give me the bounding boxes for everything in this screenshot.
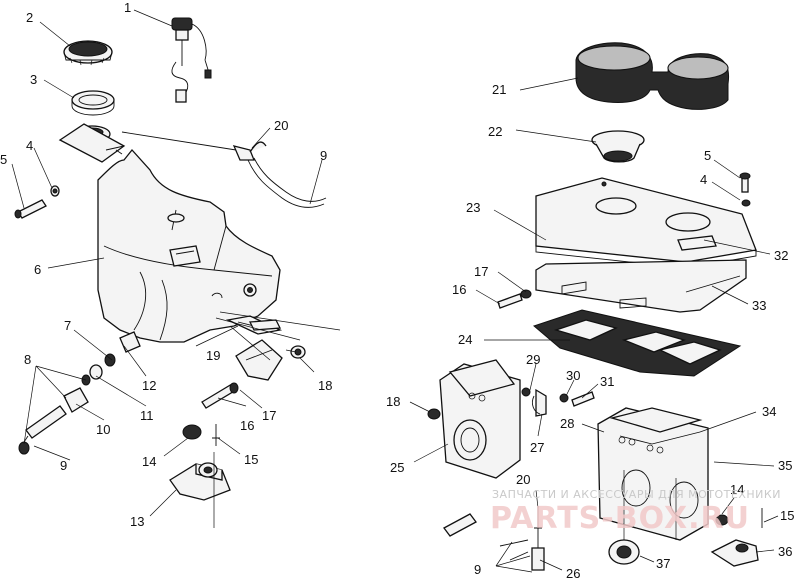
air-box-assembly [427, 42, 763, 571]
part-mount-13-14-15 [169, 424, 231, 528]
part-fuel-valve-stack [18, 331, 141, 455]
part-airbox-frame [535, 259, 747, 313]
callout-20-left: 20 [274, 118, 288, 133]
part-cover-bolt [739, 172, 751, 207]
callout-25: 25 [390, 460, 404, 475]
part-grommet [608, 539, 640, 565]
callout-10: 10 [96, 422, 110, 437]
callout-21: 21 [492, 82, 506, 97]
part-drain-fitting [443, 506, 545, 571]
part-frame-screw [497, 289, 532, 309]
callout-32: 32 [774, 248, 788, 263]
callout-22: 22 [488, 124, 502, 139]
callout-1: 1 [124, 0, 131, 15]
callout-9-hose: 9 [320, 148, 327, 163]
watermark-logo: PARTS-BOX.RU [490, 501, 750, 536]
callout-5-right: 5 [704, 148, 711, 163]
watermark-caption: ЗАПЧАСТИ И АКСЕССУАРЫ ДЛЯ МОТОТЕХНИКИ [492, 488, 781, 501]
part-intake-boot-right [597, 407, 709, 541]
callout-18-left: 18 [318, 378, 332, 393]
callout-5-left: 5 [0, 152, 7, 167]
callout-37: 37 [656, 556, 670, 571]
callout-4-right: 4 [700, 172, 707, 187]
part-tank-strap-hardware [201, 311, 341, 409]
callout-14-left: 14 [142, 454, 156, 469]
callout-13: 13 [130, 514, 144, 529]
callout-30: 30 [566, 368, 580, 383]
callout-29: 29 [526, 352, 540, 367]
callout-14-right: 14 [730, 482, 744, 497]
callout-33: 33 [752, 298, 766, 313]
part-bolt-and-washer [14, 185, 60, 219]
leader-lines [11, 9, 779, 573]
part-airbox-gasket [532, 309, 742, 377]
callout-26: 26 [566, 566, 580, 581]
callout-16-left: 16 [240, 418, 254, 433]
callout-20-right: 20 [516, 472, 530, 487]
callout-27: 27 [530, 440, 544, 455]
callout-35: 35 [778, 458, 792, 473]
part-airbox-cover [535, 177, 757, 269]
part-tank-filler-neck [58, 123, 126, 163]
callout-24: 24 [458, 332, 472, 347]
part-intake-boot-left [427, 359, 521, 479]
fuel-tank-assembly [14, 17, 341, 528]
part-drain-hardware [521, 387, 595, 417]
callout-15-left: 15 [244, 452, 258, 467]
part-filter-adapter [591, 130, 645, 163]
callout-16-right: 16 [452, 282, 466, 297]
callout-7: 7 [64, 318, 71, 333]
callout-19: 19 [206, 348, 220, 363]
callout-4-left: 4 [26, 138, 33, 153]
callout-18-right: 18 [386, 394, 400, 409]
part-mounting-bracket-19 [225, 315, 283, 335]
callout-6: 6 [34, 262, 41, 277]
callout-31: 31 [600, 374, 614, 389]
part-bracket-36 [710, 508, 763, 567]
callout-15-right: 15 [780, 508, 794, 523]
callout-9-right: 9 [474, 562, 481, 577]
callout-2: 2 [26, 10, 33, 25]
part-fuel-gauge [171, 17, 212, 103]
part-cap-gasket [71, 90, 115, 116]
callout-9-left: 9 [60, 458, 67, 473]
callout-11: 11 [140, 408, 154, 423]
callout-12: 12 [142, 378, 156, 393]
callout-3: 3 [30, 72, 37, 87]
part-vent-fitting-and-hose [121, 131, 327, 208]
callout-36: 36 [778, 544, 792, 559]
callout-28: 28 [560, 416, 574, 431]
part-air-filters [575, 42, 730, 110]
callout-34: 34 [762, 404, 776, 419]
callout-8: 8 [24, 352, 31, 367]
callout-17-left: 17 [262, 408, 276, 423]
part-fuel-tank [97, 148, 281, 343]
callout-17-right: 17 [474, 264, 488, 279]
callout-23: 23 [466, 200, 480, 215]
part-gas-cap [63, 40, 113, 66]
watermark: ЗАПЧАСТИ И АКСЕССУАРЫ ДЛЯ МОТОТЕХНИКИ PA… [490, 488, 781, 536]
